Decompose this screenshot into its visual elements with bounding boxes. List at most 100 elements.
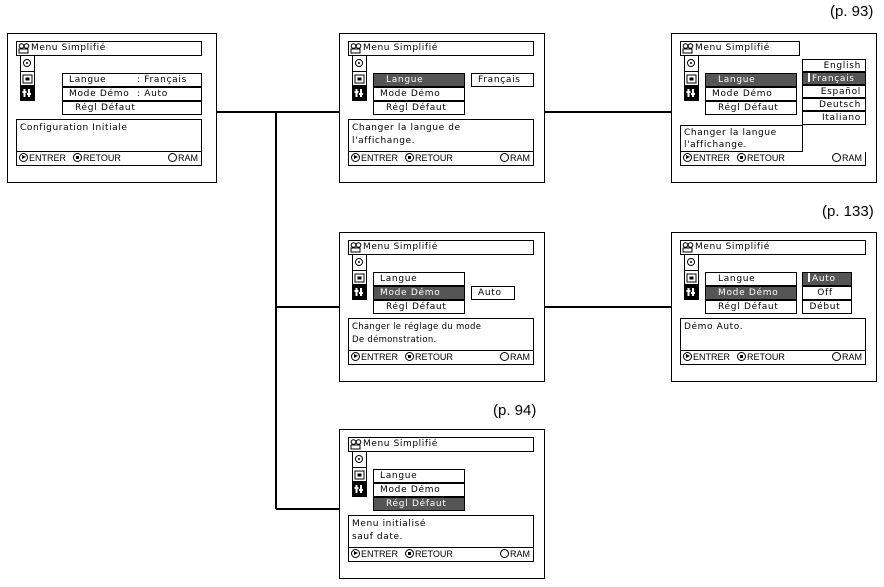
menu-icon-column bbox=[684, 255, 699, 300]
menu-item-mode-demo[interactable]: Mode Démo bbox=[373, 87, 465, 101]
menu-item-mode-demo[interactable]: Mode Démo: Auto bbox=[62, 87, 202, 101]
disc-icon[interactable] bbox=[353, 56, 366, 70]
menu-title: Menu Simplifié bbox=[363, 439, 438, 449]
disc-icon[interactable] bbox=[685, 56, 698, 70]
page-ref-demo: (p. 133) bbox=[822, 203, 874, 220]
enter-button[interactable]: ENTRER bbox=[351, 548, 398, 561]
demo-option-debut[interactable]: Début bbox=[802, 300, 852, 314]
menu-item-regl-defaut[interactable]: Régl Défaut bbox=[705, 101, 797, 115]
retour-button[interactable]: RETOUR bbox=[737, 152, 785, 165]
menu-item-mode-demo[interactable]: Mode Démo bbox=[373, 483, 465, 497]
camera-settings-icon[interactable] bbox=[21, 71, 34, 85]
play-icon bbox=[19, 153, 28, 162]
setup-icon[interactable] bbox=[21, 85, 34, 100]
menu-item-regl-defaut[interactable]: Régl Défaut bbox=[62, 101, 202, 115]
menu-icon-column bbox=[352, 56, 367, 101]
menu-item-mode-demo[interactable]: Mode Démo bbox=[373, 286, 465, 300]
menu-message: Démo Auto. bbox=[680, 318, 866, 351]
ram-indicator: RAM bbox=[832, 351, 862, 364]
language-option-espanol[interactable]: Español bbox=[802, 85, 866, 98]
menu-icon-column bbox=[352, 255, 367, 300]
enter-button[interactable]: ENTRER bbox=[683, 351, 730, 364]
camera-icon bbox=[350, 43, 362, 54]
ram-icon bbox=[168, 153, 177, 162]
setup-icon[interactable] bbox=[685, 85, 698, 100]
menu-message: Changer le réglage du mode De démonstrat… bbox=[348, 318, 534, 351]
demo-option-auto[interactable]: Auto bbox=[802, 272, 852, 286]
demo-option-off[interactable]: Off bbox=[802, 286, 852, 300]
demo-value-box[interactable]: Auto bbox=[471, 286, 515, 300]
ram-indicator: RAM bbox=[500, 548, 530, 561]
camera-settings-icon[interactable] bbox=[685, 270, 698, 284]
screen-defaut-select: Menu Simplifié Langue Mode Démo Régl Déf… bbox=[339, 429, 545, 579]
screen-main-menu: Menu Simplifié Langue: Français Mode Dém… bbox=[7, 33, 217, 183]
ram-icon bbox=[500, 153, 509, 162]
ram-indicator: RAM bbox=[500, 152, 530, 165]
menu-item-langue[interactable]: Langue bbox=[373, 73, 465, 87]
setup-icon[interactable] bbox=[353, 481, 366, 496]
language-option-deutsch[interactable]: Deutsch bbox=[802, 98, 866, 111]
language-option-italiano[interactable]: Italiano bbox=[802, 111, 866, 125]
retour-button[interactable]: RETOUR bbox=[405, 351, 453, 364]
ram-icon bbox=[832, 153, 841, 162]
menu-footer: ENTRER RETOUR RAM bbox=[348, 548, 534, 562]
enter-button[interactable]: ENTRER bbox=[19, 152, 66, 165]
enter-button[interactable]: ENTRER bbox=[683, 152, 730, 165]
menu-icon-column bbox=[684, 56, 699, 101]
retour-button[interactable]: RETOUR bbox=[737, 351, 785, 364]
camera-settings-icon[interactable] bbox=[353, 270, 366, 284]
menu-footer: ENTRER RETOUR RAM bbox=[680, 351, 866, 365]
disc-icon[interactable] bbox=[21, 56, 34, 70]
menu-title: Menu Simplifié bbox=[363, 43, 438, 53]
setup-icon[interactable] bbox=[685, 284, 698, 299]
retour-button[interactable]: RETOUR bbox=[405, 548, 453, 561]
menu-item-langue[interactable]: Langue bbox=[373, 272, 465, 286]
enter-button[interactable]: ENTRER bbox=[351, 351, 398, 364]
disc-icon[interactable] bbox=[685, 255, 698, 269]
ram-icon bbox=[832, 352, 841, 361]
menu-item-regl-defaut[interactable]: Régl Défaut bbox=[373, 497, 465, 511]
camera-icon bbox=[682, 242, 694, 253]
camera-settings-icon[interactable] bbox=[353, 467, 366, 481]
ram-indicator: RAM bbox=[500, 351, 530, 364]
menu-title-bar: Menu Simplifié bbox=[680, 240, 866, 255]
menu-item-regl-defaut[interactable]: Régl Défaut bbox=[373, 101, 465, 115]
menu-item-regl-defaut[interactable]: Régl Défaut bbox=[373, 300, 465, 314]
page-ref-defaut: (p. 94) bbox=[493, 402, 537, 419]
stop-icon bbox=[405, 549, 414, 558]
camera-icon bbox=[18, 43, 30, 54]
ram-icon bbox=[500, 352, 509, 361]
disc-icon[interactable] bbox=[353, 452, 366, 466]
screen-langue-options: Menu Simplifié Langue Mode Démo Régl Déf… bbox=[671, 33, 877, 183]
play-icon bbox=[683, 153, 692, 162]
menu-footer: ENTRER RETOUR RAM bbox=[16, 152, 202, 166]
langue-value-box[interactable]: Français bbox=[471, 73, 534, 87]
camera-settings-icon[interactable] bbox=[685, 71, 698, 85]
menu-item-langue[interactable]: Langue: Français bbox=[62, 73, 202, 87]
demo-current-value: : Auto bbox=[137, 89, 168, 99]
menu-title-bar: Menu Simplifié bbox=[348, 437, 534, 452]
menu-item-langue[interactable]: Langue bbox=[705, 73, 797, 87]
menu-footer: ENTRER RETOUR RAM bbox=[348, 351, 534, 365]
menu-title: Menu Simplifié bbox=[363, 242, 438, 252]
menu-item-langue[interactable]: Langue bbox=[705, 272, 797, 286]
menu-item-mode-demo[interactable]: Mode Démo bbox=[705, 286, 797, 300]
menu-item-mode-demo[interactable]: Mode Démo bbox=[705, 87, 797, 101]
disc-icon[interactable] bbox=[353, 255, 366, 269]
screen-langue-select: Menu Simplifié Langue Français Mode Démo… bbox=[339, 33, 545, 183]
setup-icon[interactable] bbox=[353, 85, 366, 100]
menu-title-bar: Menu Simplifié bbox=[16, 41, 202, 56]
language-option-english[interactable]: English bbox=[802, 59, 866, 72]
menu-item-regl-defaut[interactable]: Régl Défaut bbox=[705, 300, 797, 314]
setup-icon[interactable] bbox=[353, 284, 366, 299]
camera-settings-icon[interactable] bbox=[353, 71, 366, 85]
language-option-francais[interactable]: Français bbox=[802, 72, 866, 85]
retour-button[interactable]: RETOUR bbox=[405, 152, 453, 165]
retour-button[interactable]: RETOUR bbox=[73, 152, 121, 165]
menu-title: Menu Simplifié bbox=[695, 43, 770, 53]
menu-item-langue[interactable]: Langue bbox=[373, 469, 465, 483]
enter-button[interactable]: ENTRER bbox=[351, 152, 398, 165]
camera-icon bbox=[350, 242, 362, 253]
play-icon bbox=[351, 549, 360, 558]
